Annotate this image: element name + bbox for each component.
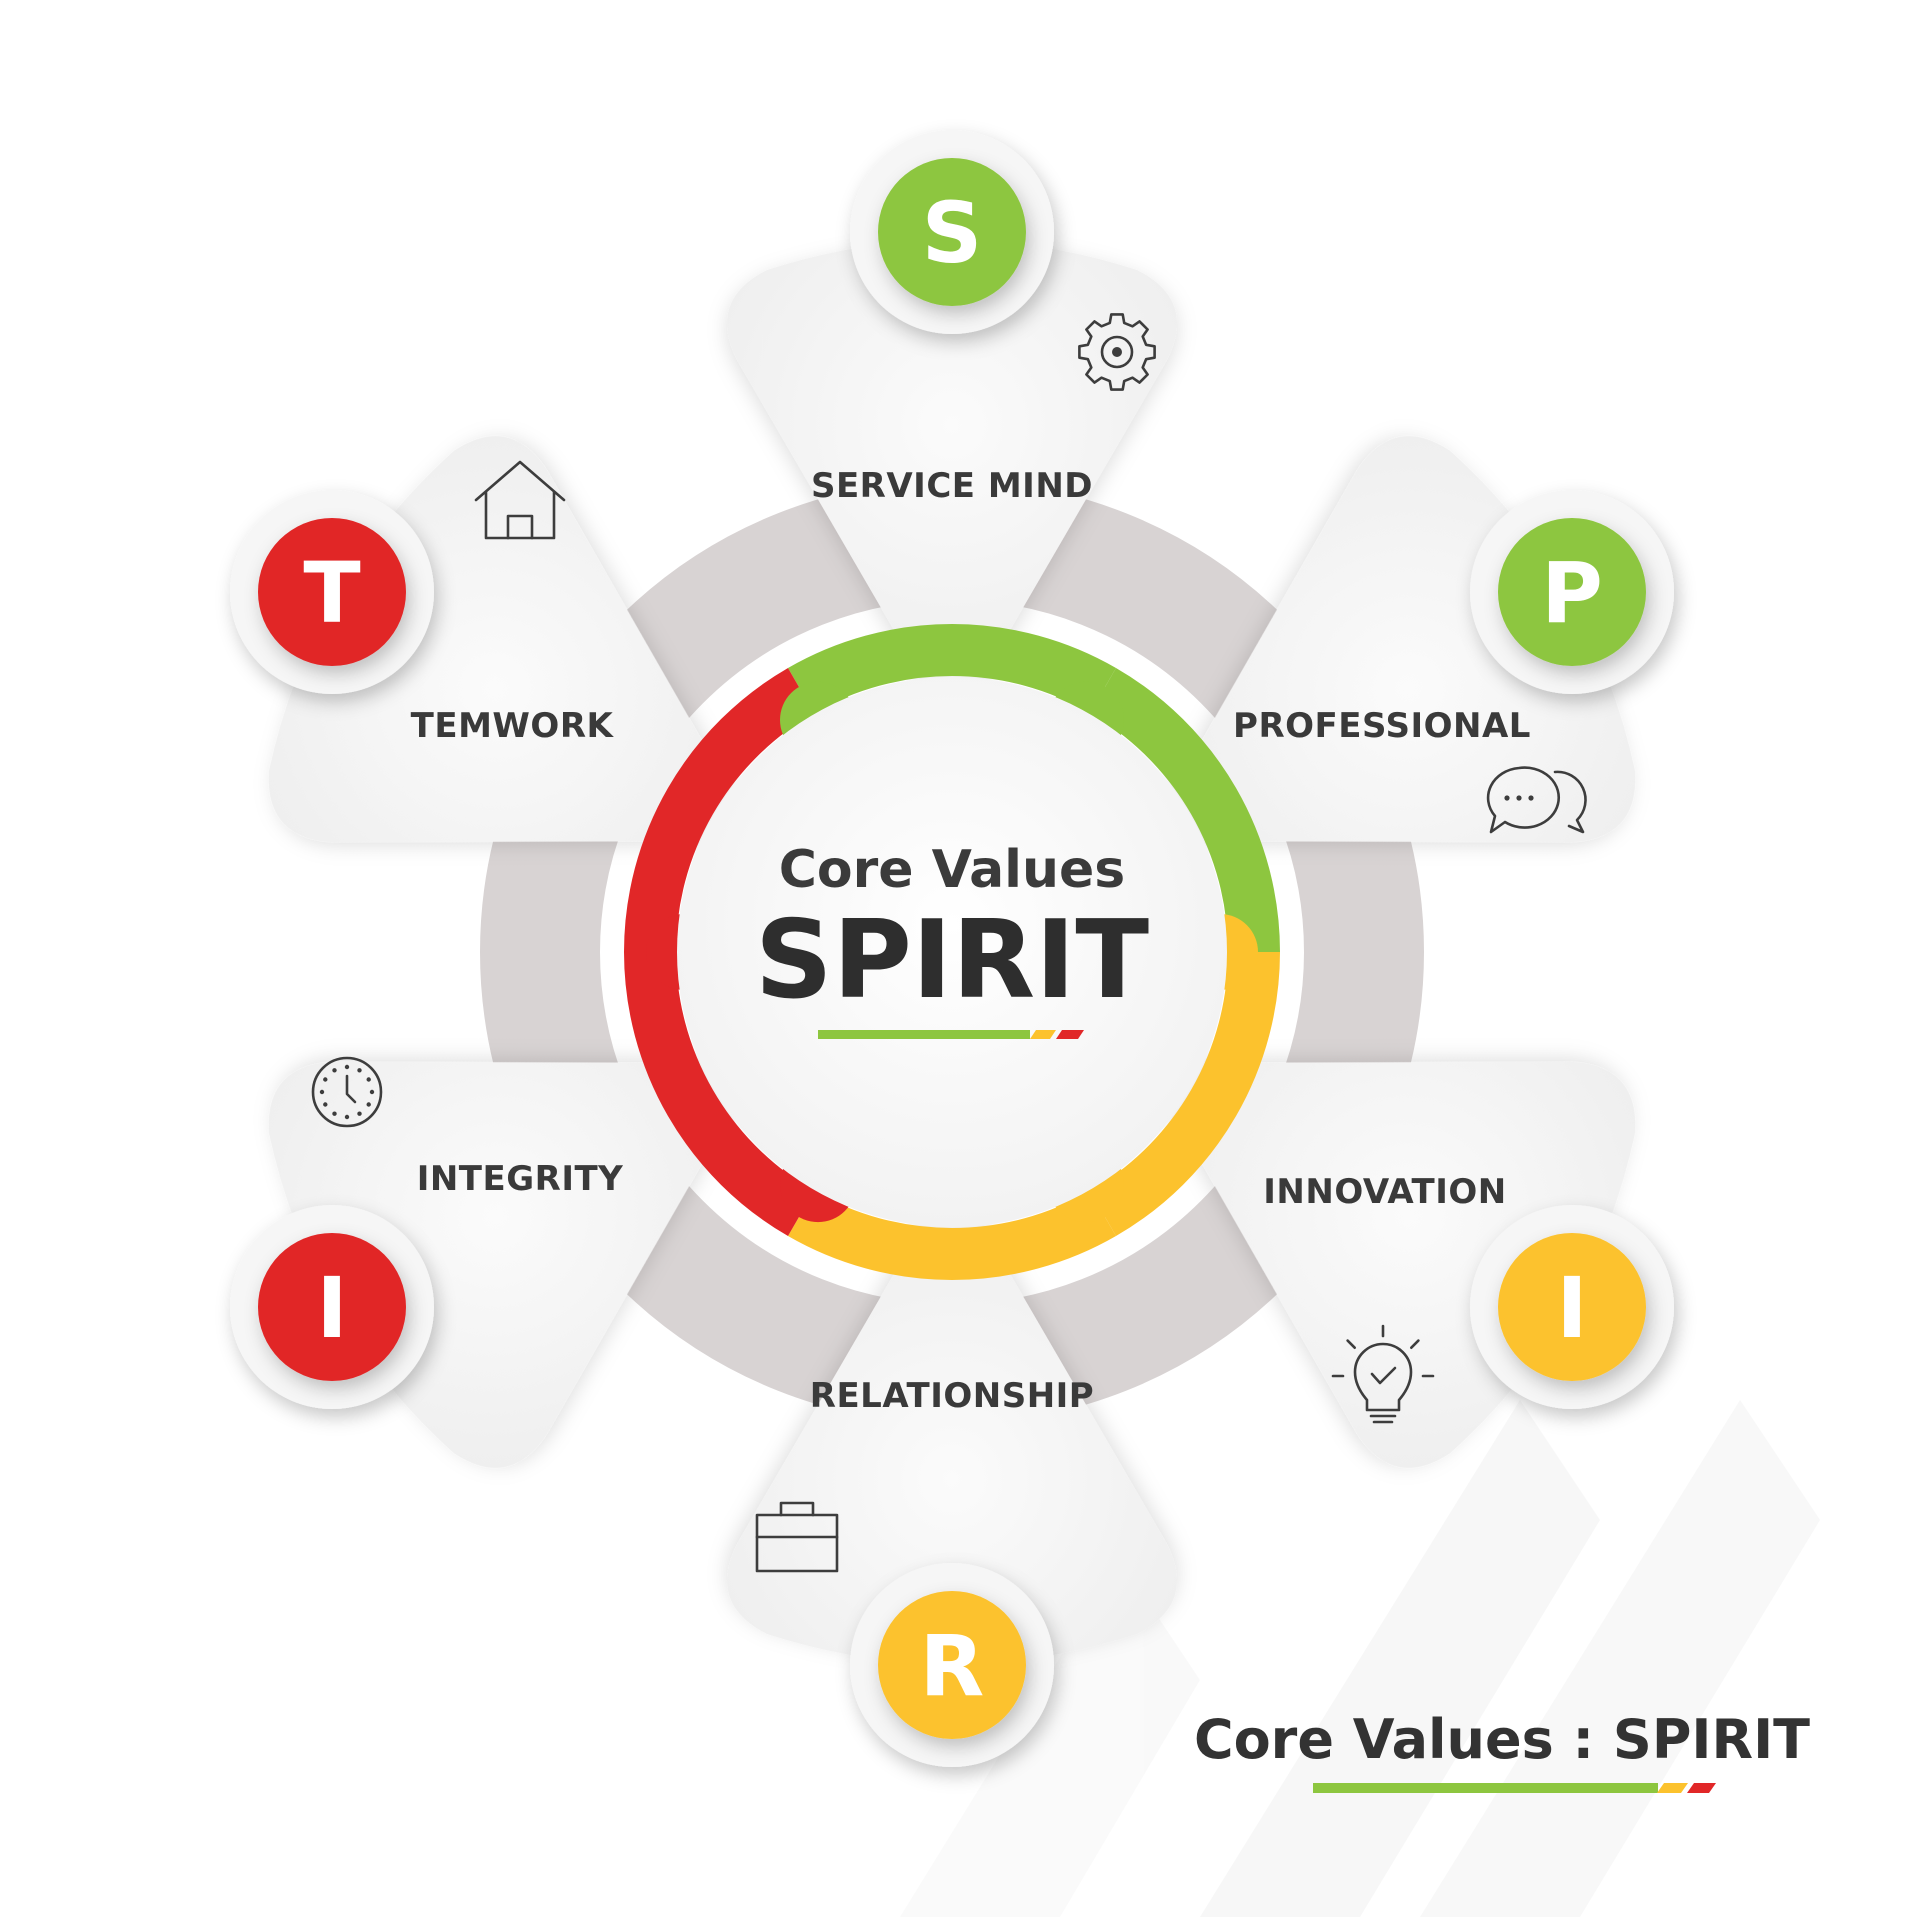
badge-letter: P bbox=[1541, 544, 1603, 642]
petals-layer: SERVICE MIND S PROFESSIONAL P INNOVATION I REL… bbox=[230, 130, 1674, 1767]
ring-segment bbox=[1089, 667, 1280, 953]
center-title: Core Values bbox=[779, 840, 1125, 900]
footer: Core Values : SPIRIT bbox=[1194, 1708, 1810, 1793]
letter-badge: T bbox=[230, 490, 434, 694]
house-icon bbox=[474, 460, 566, 540]
petal-label: INNOVATION bbox=[1263, 1172, 1506, 1212]
gear-icon bbox=[1078, 313, 1156, 391]
letter-badge: P bbox=[1470, 490, 1674, 694]
badge-letter: S bbox=[922, 184, 983, 282]
briefcase-icon bbox=[755, 1501, 839, 1573]
ring-segment bbox=[788, 1190, 1116, 1280]
petal-label: RELATIONSHIP bbox=[810, 1376, 1094, 1416]
badge-letter: I bbox=[1556, 1259, 1587, 1357]
center-hub: Core Values SPIRIT bbox=[677, 677, 1227, 1227]
petal-label: INTEGRITY bbox=[417, 1159, 624, 1199]
letter-badge: I bbox=[1470, 1205, 1674, 1409]
center-word: SPIRIT bbox=[755, 898, 1149, 1023]
chat-bubbles-icon bbox=[1486, 766, 1587, 834]
lightbulb-icon bbox=[1331, 1324, 1435, 1424]
footer-title: Core Values : SPIRIT bbox=[1194, 1708, 1810, 1771]
clock-icon bbox=[311, 1056, 383, 1128]
ring-segment bbox=[1089, 951, 1280, 1237]
badge-letter: I bbox=[316, 1259, 347, 1357]
petal-label: PROFESSIONAL bbox=[1233, 706, 1531, 746]
petal-label: SERVICE MIND bbox=[811, 466, 1093, 506]
petal-relationship bbox=[727, 1202, 1177, 1664]
letter-badge: I bbox=[230, 1205, 434, 1409]
badge-letter: R bbox=[920, 1617, 985, 1715]
ring-segment bbox=[624, 951, 815, 1237]
ring-segment bbox=[788, 624, 1116, 714]
petal-service-mind bbox=[727, 240, 1177, 702]
ring-segment bbox=[624, 667, 815, 953]
petal-label: TEMWORK bbox=[411, 706, 615, 746]
footer-underline bbox=[1313, 1783, 1716, 1793]
center-underline bbox=[818, 1030, 1084, 1039]
letter-badge: S bbox=[850, 130, 1054, 334]
letter-badge: R bbox=[850, 1563, 1054, 1767]
badge-letter: T bbox=[303, 544, 360, 642]
